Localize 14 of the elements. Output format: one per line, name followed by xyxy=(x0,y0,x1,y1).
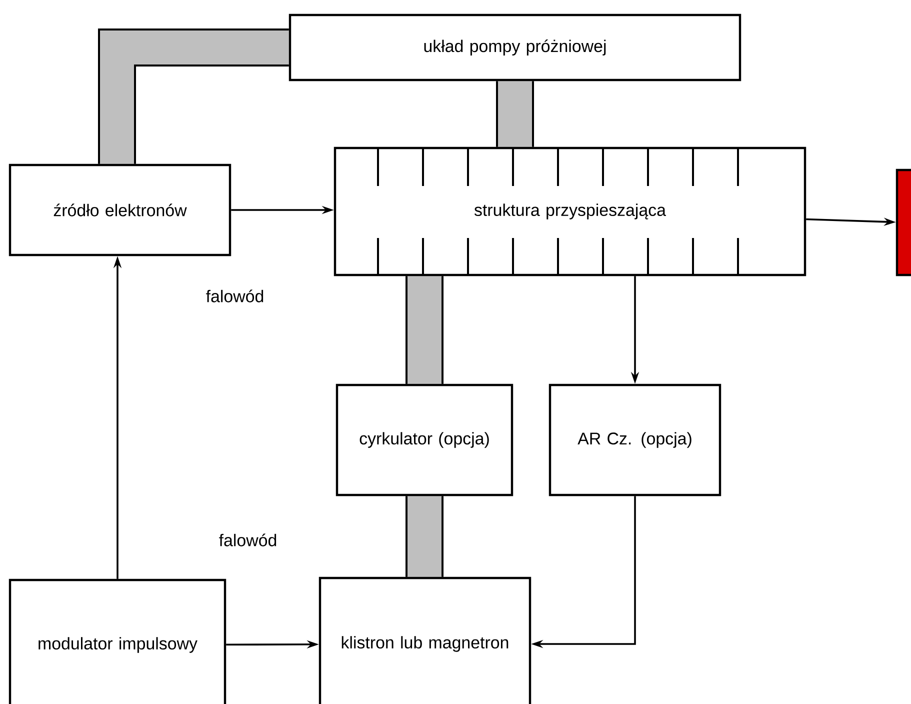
block-box: źródło elektronów xyxy=(8,164,232,256)
waveguide-band xyxy=(496,81,534,147)
block-box: struktura przyspieszająca xyxy=(334,146,806,276)
block-box: układ pompy próżniowej xyxy=(288,14,742,82)
waveguide-label: falowód xyxy=(206,290,264,302)
block-box: klistron lub magnetron xyxy=(318,576,532,704)
block-box xyxy=(896,168,911,276)
waveguide-band xyxy=(98,28,289,164)
waveguide-label: falowód xyxy=(219,534,276,546)
block-box: AR Cz. (opcja) xyxy=(548,384,722,496)
block-box: cyrkulator (opcja) xyxy=(336,384,514,496)
block-box: modulator impulsowy xyxy=(8,578,226,704)
waveguide-band xyxy=(406,496,444,577)
waveguide-band xyxy=(406,276,444,384)
